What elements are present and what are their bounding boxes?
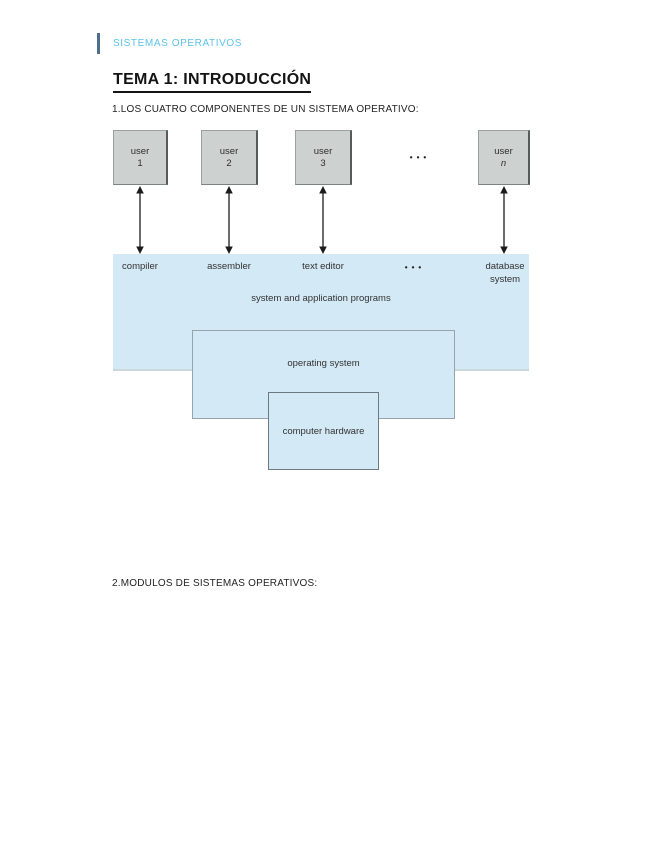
program-label-text-editor: text editor (302, 261, 344, 272)
user-box-2-number: 2 (226, 157, 232, 169)
system-application-programs-label: system and application programs (251, 293, 391, 304)
users-ellipsis: ••• (409, 153, 431, 162)
user-box-3-number: 3 (320, 157, 326, 169)
programs-ellipsis: ••• (404, 263, 426, 272)
user-box-2: user 2 (201, 130, 258, 185)
program-label-assembler: assembler (207, 261, 251, 272)
double-arrow-icon (225, 186, 233, 254)
database-label-line2: system (489, 274, 521, 285)
user-box-3: user 3 (295, 130, 352, 185)
user-box-3-label: user (313, 145, 333, 157)
double-arrow-icon (500, 186, 508, 254)
section-1-heading: 1.LOS CUATRO COMPONENTES DE UN SISTEMA O… (112, 104, 419, 115)
course-label: SISTEMAS OPERATIVOS (113, 38, 243, 49)
operating-system-label: operating system (287, 358, 360, 369)
user-box-n-label: user (494, 145, 513, 157)
double-arrow-icon (136, 186, 144, 254)
double-arrow-icon (319, 186, 327, 254)
user-box-1: user 1 (113, 130, 168, 185)
database-label-line1: database (485, 261, 525, 272)
program-label-compiler: compiler (122, 261, 158, 272)
section-2-heading: 2.MODULOS DE SISTEMAS OPERATIVOS: (112, 578, 318, 589)
page-title: TEMA 1: INTRODUCCIÓN (113, 71, 312, 93)
user-box-1-number: 1 (137, 157, 143, 169)
user-box-n: user n (478, 130, 530, 185)
computer-hardware-label: computer hardware (282, 425, 365, 437)
user-box-1-label: user (130, 145, 150, 157)
program-label-database-system: database system (465, 260, 545, 286)
computer-hardware-box: computer hardware (268, 392, 379, 470)
header-accent-bar (97, 33, 100, 54)
user-box-n-number: n (500, 157, 507, 169)
user-box-2-label: user (219, 145, 239, 157)
